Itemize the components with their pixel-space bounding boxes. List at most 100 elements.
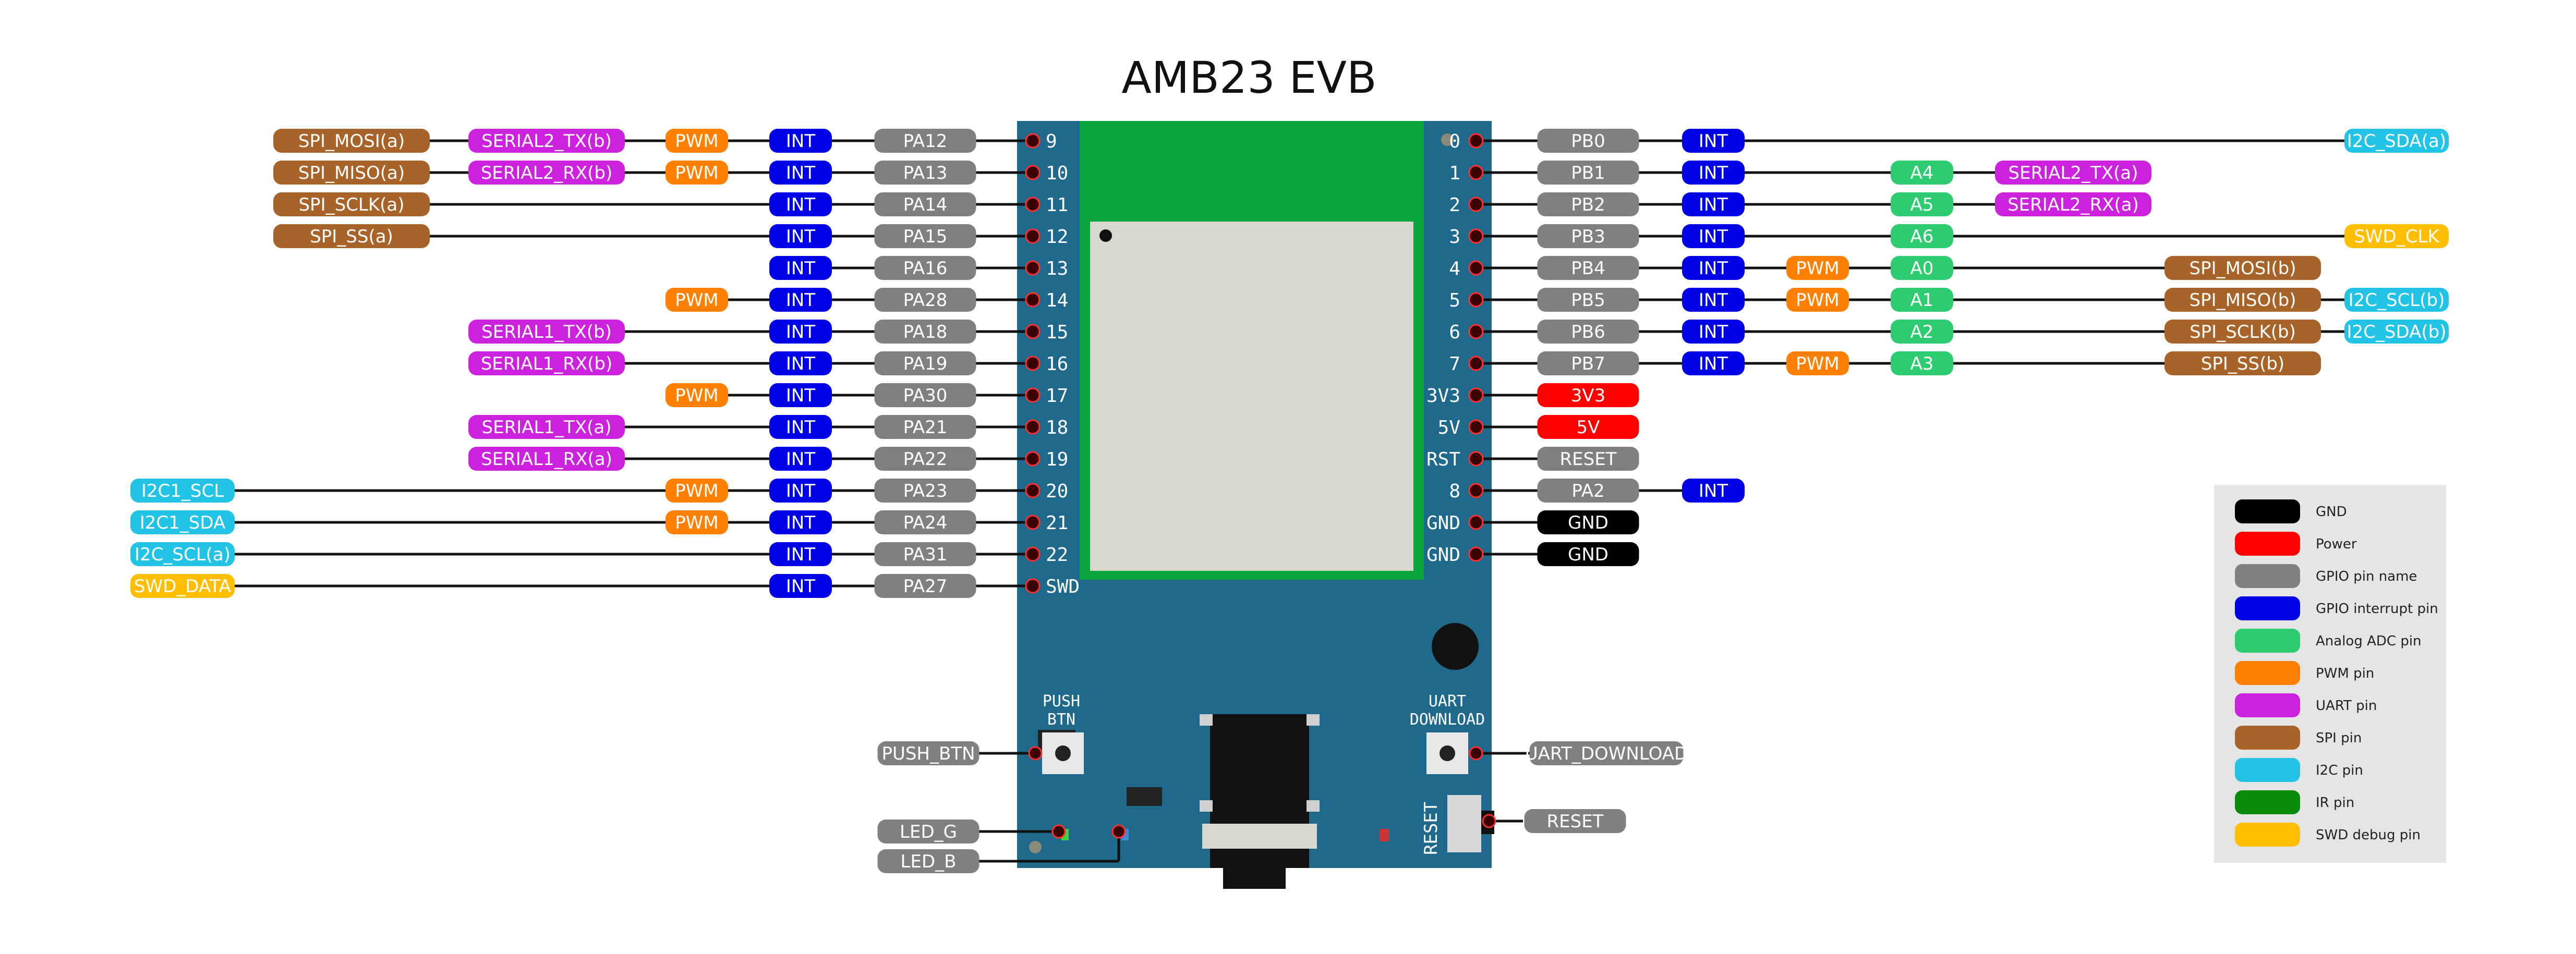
right-pwm-tag-label: PWM: [1796, 290, 1839, 311]
pin-number: 0: [1449, 131, 1460, 152]
right-spi-tag-label: SPI_MOSI(b): [2190, 258, 2296, 279]
right-spi-tag-bg: [2164, 256, 2321, 280]
left-pwm-tag-bg: [666, 383, 728, 407]
left-pin-tag: PA27: [874, 574, 976, 598]
header-pad: [1468, 546, 1484, 562]
left-int-tag-label: INT: [786, 544, 815, 565]
left-pin-tag-bg: [874, 383, 976, 407]
legend-label: UART pin: [2316, 698, 2377, 714]
left-uart-tag: SERIAL1_RX(a): [468, 447, 625, 471]
left-int-tag: INT: [769, 224, 832, 248]
pin-number: 14: [1046, 290, 1068, 311]
right-int-tag: INT: [1682, 192, 1745, 216]
legend-label: IR pin: [2316, 795, 2354, 811]
right-pwm-tag: PWM: [1786, 288, 1849, 312]
left-int-tag: INT: [769, 479, 832, 503]
header-pad: [1468, 356, 1484, 371]
header-pad: [1025, 133, 1041, 149]
header-pad: [1468, 292, 1484, 308]
right-pin-tag-bg: [1537, 161, 1639, 185]
left-pwm-tag-bg: [666, 479, 728, 503]
right-int-tag-bg: [1682, 479, 1745, 503]
pin-number: 17: [1046, 385, 1068, 407]
right-pin-tag-label: RESET: [1560, 449, 1617, 470]
right-spi-tag-label: SPI_MISO(b): [2190, 290, 2296, 311]
right-swd-tag-bg: [2344, 224, 2449, 248]
legend-swatch: [2235, 790, 2300, 814]
left-int-tag-label: INT: [786, 353, 815, 374]
left-pin-tag: PA22: [874, 447, 976, 471]
legend-label: GPIO pin name: [2316, 569, 2417, 584]
left-int-tag-label: INT: [786, 576, 815, 597]
left-pwm-tag: PWM: [666, 383, 728, 407]
legend-label: GND: [2316, 504, 2347, 520]
left-int-tag-bg: [769, 447, 832, 471]
right-uart-tag: SERIAL2_RX(a): [1995, 192, 2151, 216]
right-int-tag-label: INT: [1699, 322, 1728, 343]
pin-number: 19: [1046, 449, 1068, 470]
left-pin-tag: PA12: [874, 129, 976, 153]
left-swd-tag-bg: [130, 574, 235, 598]
header-pad: [1025, 578, 1041, 594]
left-pwm-tag-label: PWM: [675, 481, 718, 502]
uart-download-tag: UART_DOWNLOAD: [1525, 741, 1688, 765]
right-i2c-tag-bg: [2344, 129, 2449, 153]
left-pin-tag-bg: [874, 351, 976, 375]
left-pwm-tag-label: PWM: [675, 290, 718, 311]
left-pin-tag-bg: [874, 447, 976, 471]
header-pad: [1025, 292, 1041, 308]
left-pin-tag-label: PA18: [903, 322, 948, 343]
right-int-tag-label: INT: [1699, 258, 1728, 279]
left-int-tag: INT: [769, 510, 832, 534]
right-adc-tag: A5: [1891, 192, 1953, 216]
header-pad: [1468, 515, 1484, 530]
left-pin-tag: PA23: [874, 479, 976, 503]
legend-label: Analog ADC pin: [2316, 633, 2422, 649]
left-spi-tag: SPI_MISO(a): [273, 161, 430, 185]
pin-number: 3V3: [1426, 385, 1460, 407]
right-pin-tag: PB0: [1537, 129, 1639, 153]
led-g-tag-bg: [877, 820, 979, 843]
right-int-tag-label: INT: [1699, 353, 1728, 374]
right-power-tag-bg: [1537, 415, 1639, 439]
right-power-tag: 5V: [1537, 415, 1639, 439]
right-spi-tag: SPI_SCLK(b): [2164, 320, 2321, 344]
left-int-tag: INT: [769, 161, 832, 185]
jack-tab: [1307, 800, 1320, 812]
header-pad: [1025, 197, 1041, 212]
left-int-tag-bg: [769, 510, 832, 534]
left-pin-tag: PA30: [874, 383, 976, 407]
legend-label: Power: [2316, 536, 2357, 552]
right-adc-tag-bg: [1891, 288, 1953, 312]
reset-switch-body: [1447, 795, 1481, 852]
left-int-tag: INT: [769, 129, 832, 153]
smd-led: [1380, 829, 1389, 841]
component-pad: [1469, 746, 1483, 761]
right-adc-tag-label: A4: [1910, 163, 1934, 184]
reset-tag-label: RESET: [1547, 811, 1604, 832]
right-adc-tag-label: A1: [1910, 290, 1934, 311]
right-int-tag-bg: [1682, 288, 1745, 312]
right-adc-tag-bg: [1891, 320, 1953, 344]
pin-number: 4: [1449, 258, 1460, 279]
header-pad: [1025, 546, 1041, 562]
left-uart-tag-label: SERIAL2_TX(b): [481, 131, 612, 152]
fiducial: [1441, 133, 1454, 146]
right-pwm-tag: PWM: [1786, 256, 1849, 280]
right-adc-tag: A2: [1891, 320, 1953, 344]
left-pin-tag-label: PA31: [903, 544, 948, 565]
component-pad: [1482, 814, 1496, 828]
left-pwm-tag-bg: [666, 129, 728, 153]
left-spi-tag-bg: [273, 161, 430, 185]
header-pad: [1468, 419, 1484, 435]
pin-number: 20: [1046, 481, 1068, 502]
header-pad: [1025, 483, 1041, 498]
pin-number: 16: [1046, 353, 1068, 375]
right-i2c-tag-bg: [2344, 288, 2449, 312]
header-pad: [1468, 260, 1484, 276]
pin-number: GND: [1426, 512, 1460, 534]
left-uart-tag: SERIAL1_TX(a): [468, 415, 625, 439]
left-pwm-tag-bg: [666, 510, 728, 534]
right-pwm-tag-label: PWM: [1796, 353, 1839, 374]
right-i2c-tag: I2C_SCL(b): [2344, 288, 2449, 312]
